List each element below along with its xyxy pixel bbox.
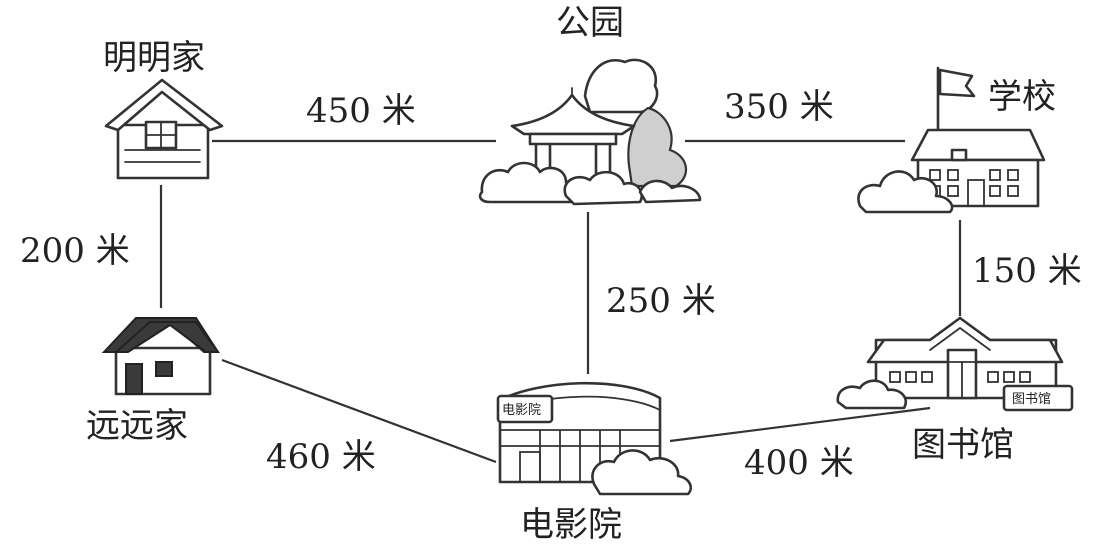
distance-park-cinema: 250 米 — [606, 281, 716, 321]
yuanyuan-home-label: 远远家 — [86, 406, 188, 446]
library-icon: 图书馆 — [836, 316, 1074, 412]
park-icon — [478, 58, 702, 206]
cinema-label: 电影院 — [520, 505, 622, 545]
distance-yuanyuan-cinema: 460 米 — [266, 437, 376, 477]
roads — [159, 139, 962, 464]
distance-mingming-yuanyuan: 200 米 — [20, 231, 130, 271]
school-icon — [857, 66, 1046, 214]
cinema-sign-text: 电影院 — [502, 403, 541, 418]
park-label: 公园 — [556, 3, 624, 43]
road-yuanyuan-cinema — [221, 358, 497, 464]
distance-mingming-park: 450 米 — [306, 91, 416, 131]
road-cinema-library — [669, 406, 931, 443]
distance-park-school: 350 米 — [724, 87, 834, 127]
mingming-home-label: 明明家 — [103, 38, 205, 78]
cinema-icon: 电影院 — [496, 381, 692, 496]
distance-school-library: 150 米 — [972, 251, 1082, 291]
library-label: 图书馆 — [912, 425, 1014, 465]
mingming-home-icon — [104, 78, 224, 180]
distance-cinema-library: 400 米 — [744, 443, 854, 483]
school-label: 学校 — [988, 77, 1056, 117]
library-sign-text: 图书馆 — [1012, 392, 1051, 407]
yuanyuan-home-icon — [101, 317, 220, 396]
